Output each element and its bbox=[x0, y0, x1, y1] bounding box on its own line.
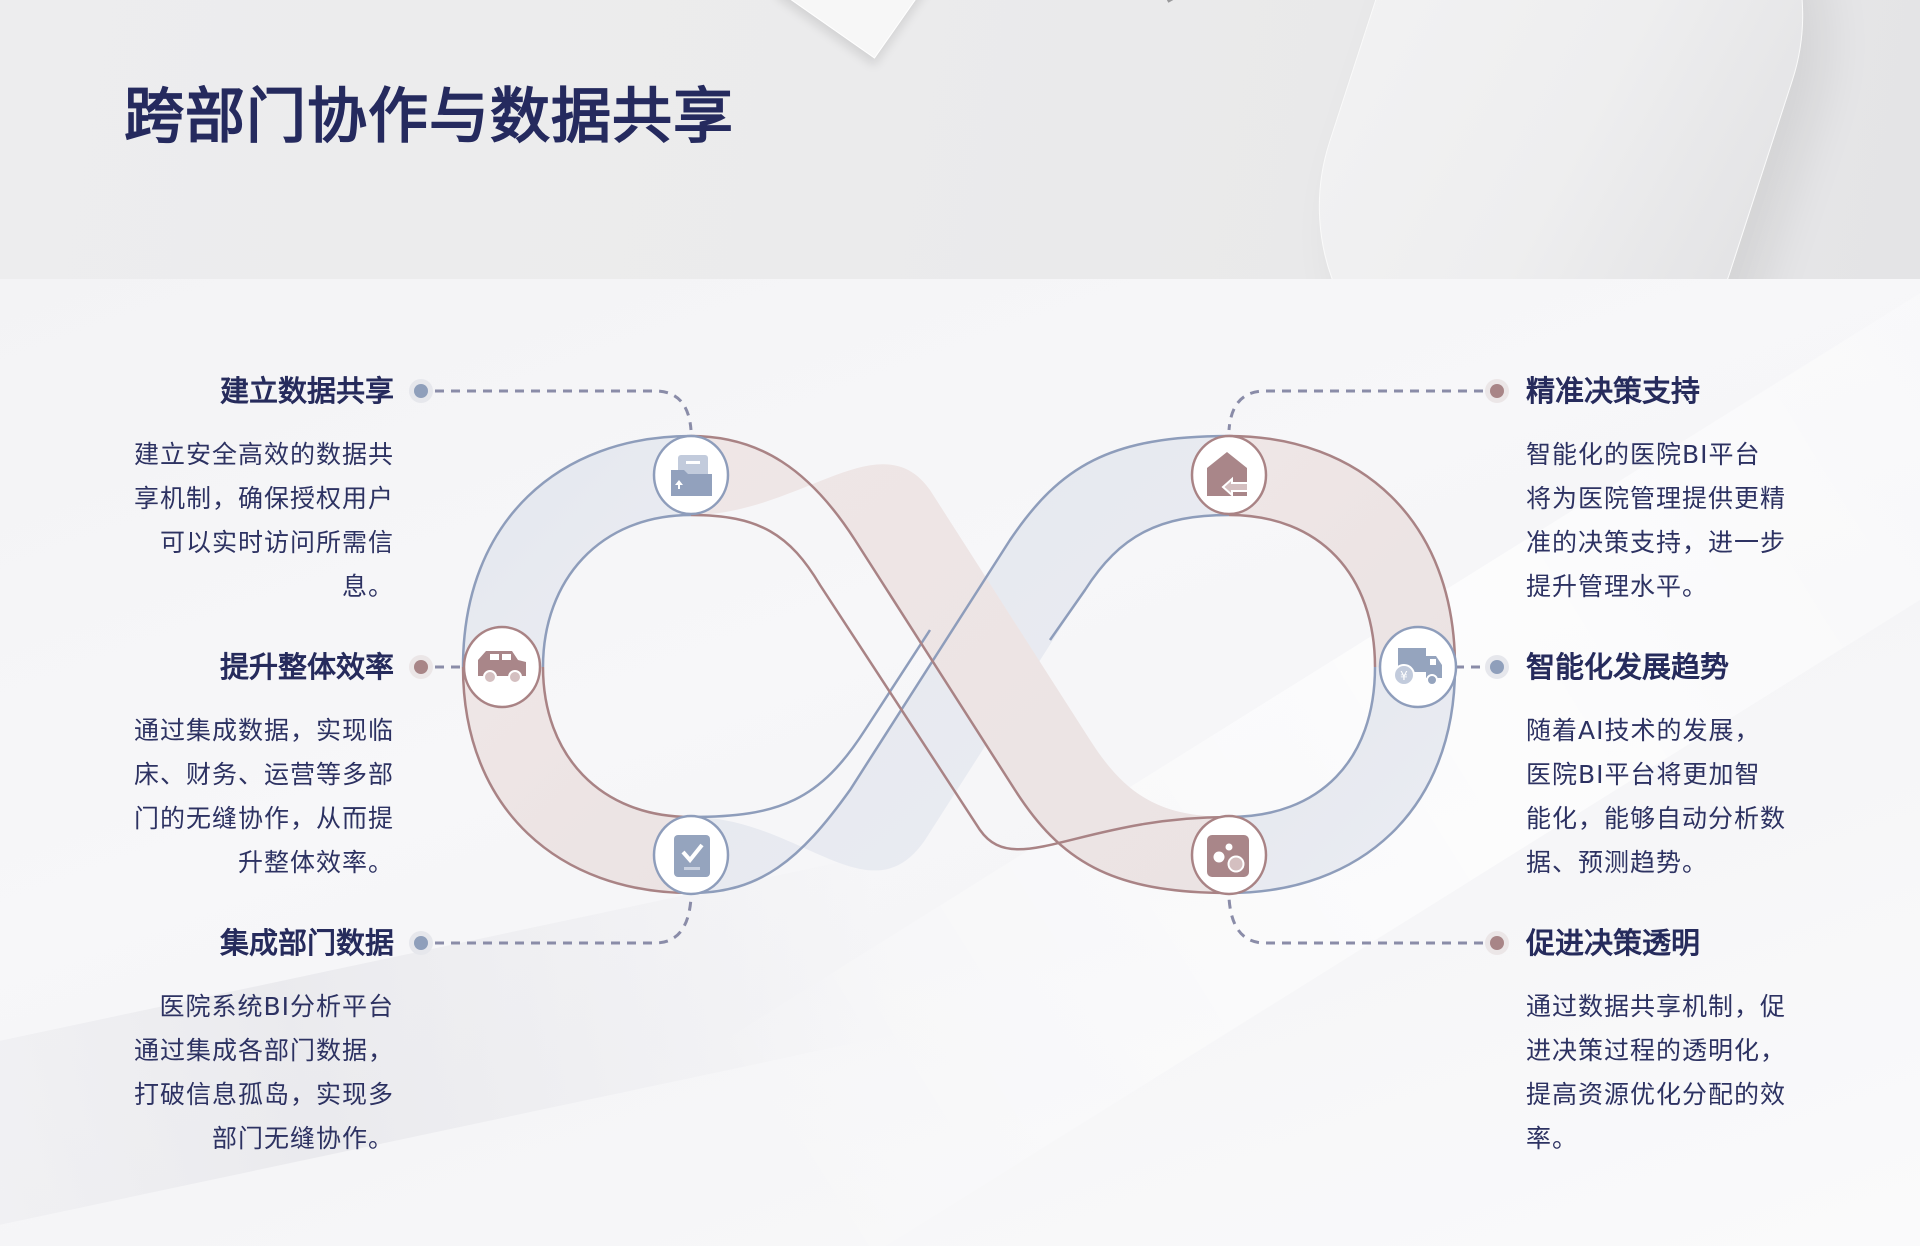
mauve-band bbox=[463, 436, 1455, 893]
icon-node-car bbox=[462, 625, 542, 709]
icon-node-folder bbox=[652, 434, 730, 516]
item-body: 智能化的医院BI平台将为医院管理提供更精准的决策支持，进一步提升管理水平。 bbox=[1526, 440, 1787, 601]
item-body: 建立安全高效的数据共享机制，确保授权用户可以实时访问所需信息。 bbox=[134, 440, 395, 601]
icon-node-checklist bbox=[652, 814, 730, 896]
icon-node-dots bbox=[1190, 814, 1268, 896]
item-heading: 促进决策透明 bbox=[1526, 926, 1701, 960]
item-body: 随着AI技术的发展，医院BI平台将更加智能化，能够自动分析数据、预测趋势。 bbox=[1526, 716, 1787, 877]
item-precise-decision-support: 精准决策支持 智能化的医院BI平台将为医院管理提供更精准的决策支持，进一步提升管… bbox=[1526, 371, 1786, 609]
item-heading: 提升整体效率 bbox=[219, 650, 394, 684]
icon-node-home bbox=[1190, 434, 1268, 516]
item-heading: 精准决策支持 bbox=[1526, 374, 1701, 408]
connector-lines bbox=[435, 389, 1483, 945]
item-decision-transparency: 促进决策透明 通过数据共享机制，促进决策过程的透明化，提高资源优化分配的效率。 bbox=[1526, 923, 1786, 1161]
svg-text:¥: ¥ bbox=[1400, 669, 1408, 683]
item-body: 通过集成数据，实现临床、财务、运营等多部门的无缝协作，从而提升整体效率。 bbox=[134, 716, 395, 877]
item-improve-efficiency: 提升整体效率 通过集成数据，实现临床、财务、运营等多部门的无缝协作，从而提升整体… bbox=[134, 647, 394, 885]
item-heading: 集成部门数据 bbox=[219, 926, 394, 960]
item-build-data-sharing: 建立数据共享 建立安全高效的数据共享机制，确保授权用户可以实时访问所需信息。 bbox=[134, 371, 394, 609]
item-heading: 智能化发展趋势 bbox=[1526, 650, 1730, 684]
icon-node-truck: ¥ bbox=[1378, 625, 1458, 709]
item-intelligent-trend: 智能化发展趋势 随着AI技术的发展，医院BI平台将更加智能化，能够自动分析数据、… bbox=[1526, 647, 1786, 885]
item-body: 医院系统BI分析平台通过集成各部门数据，打破信息孤岛，实现多部门无缝协作。 bbox=[134, 992, 395, 1153]
item-integrate-department-data: 集成部门数据 医院系统BI分析平台通过集成各部门数据，打破信息孤岛，实现多部门无… bbox=[134, 923, 394, 1161]
item-body: 通过数据共享机制，促进决策过程的透明化，提高资源优化分配的效率。 bbox=[1526, 992, 1787, 1153]
item-heading: 建立数据共享 bbox=[219, 374, 394, 408]
connector-dots bbox=[409, 379, 1509, 955]
header-background bbox=[0, 0, 1920, 279]
page-title: 跨部门协作与数据共享 bbox=[124, 82, 734, 152]
